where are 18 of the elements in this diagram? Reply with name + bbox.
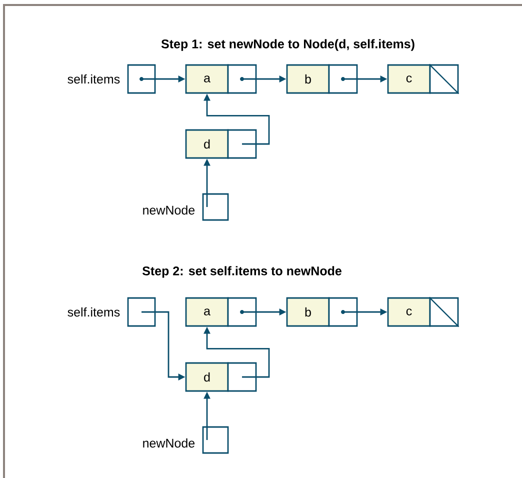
- null-pointer-cell: [428, 296, 460, 328]
- variable-label: self.items: [68, 307, 120, 317]
- data-cell: b: [286, 297, 330, 327]
- null-pointer-cell: [428, 64, 460, 94]
- data-cell: c: [387, 64, 431, 94]
- pointer-cell: [227, 362, 257, 392]
- data-cell: a: [185, 297, 229, 327]
- step-heading: Step 2: set self.items to newNode: [142, 266, 342, 278]
- variable-label: newNode: [143, 205, 195, 215]
- variable-label: newNode: [143, 438, 195, 448]
- step-heading: Step 1: set newNode to Node(d, self.items): [161, 39, 414, 51]
- data-cell: d: [185, 129, 229, 159]
- pointer-cell: [227, 129, 257, 159]
- variable-label: self.items: [68, 74, 120, 84]
- data-cell: d: [185, 362, 229, 392]
- data-cell: c: [387, 297, 431, 327]
- data-cell: a: [185, 64, 229, 94]
- data-cell: b: [286, 64, 330, 94]
